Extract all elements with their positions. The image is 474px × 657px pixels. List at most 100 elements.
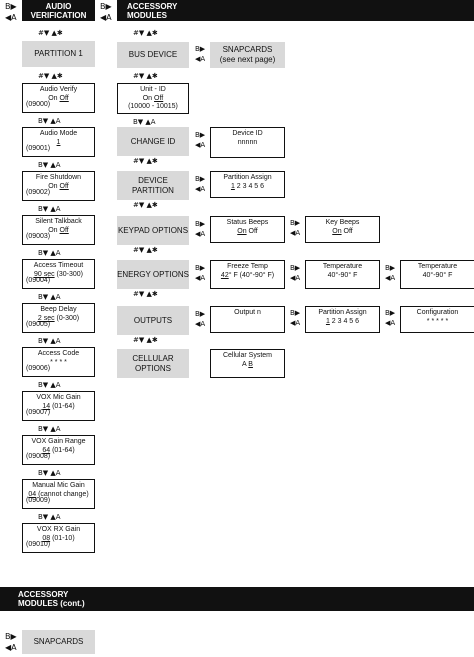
- temperature-box-1[interactable]: Temperature 40°-90° F: [305, 260, 380, 289]
- option-title: Audio Verify: [39, 86, 78, 93]
- output-partition-assign-box[interactable]: Partition Assign 1 2 3 4 5 6: [305, 306, 380, 333]
- nav-b-a: B▼ ▲A: [38, 293, 61, 301]
- accessory-menu-button[interactable]: KEYPAD OPTIONS: [117, 216, 189, 245]
- partition-1-button[interactable]: PARTITION 1: [22, 41, 95, 67]
- b-right-nav: B▶: [100, 2, 112, 11]
- b-a-arrows: B▶◀A: [385, 309, 396, 327]
- option-code: (09001): [26, 145, 51, 153]
- menu-label: OPTIONS: [134, 363, 171, 373]
- nav-hash-star: #▼ ▲✱: [133, 29, 158, 37]
- nav-hash-star: #▼ ▲✱: [133, 157, 158, 165]
- accessory-menu-button[interactable]: CHANGE ID: [117, 127, 189, 156]
- menu-label: CELLULAR: [132, 353, 174, 363]
- option-code: (09003): [26, 233, 51, 241]
- status-beeps-box[interactable]: Status Beeps On Off: [210, 216, 285, 243]
- option-value: On Off: [48, 182, 69, 190]
- option-code: (09008): [26, 453, 51, 461]
- option-value: 2 sec (0-300): [37, 314, 80, 322]
- accessory-menu-button[interactable]: OUTPUTS: [117, 306, 189, 335]
- snapcards-button[interactable]: SNAPCARDS: [22, 630, 95, 654]
- nav-hash-star: #▼ ▲✱: [133, 201, 158, 209]
- a-left-nav: ◀A: [5, 643, 17, 652]
- b-a-arrows: B▶◀A: [195, 45, 206, 63]
- nav-b-a: B▼ ▲A: [38, 469, 61, 477]
- accessory-menu-button[interactable]: ENERGY OPTIONS: [117, 260, 189, 289]
- b-right-nav: B▶: [5, 2, 17, 11]
- option-value: 04 (cannot change): [28, 490, 89, 498]
- nav-b-a: B▼ ▲A: [38, 425, 61, 433]
- option-title: Access Timeout: [33, 262, 84, 269]
- option-title: Silent Talkback: [35, 218, 82, 225]
- accessory-modules-header: ACCESSORY MODULES: [117, 0, 474, 21]
- accessory-nav-side: B▶ ◀A: [100, 1, 112, 23]
- option-title: Beep Delay: [40, 306, 77, 313]
- option-value: On Off: [48, 94, 69, 102]
- nav-b-a: B▼ ▲A: [38, 513, 61, 521]
- option-title: Manual Mic Gain: [32, 482, 85, 489]
- nav-b-a: B▼ ▲A: [38, 205, 61, 213]
- cont-nav-side: B▶ ◀A: [5, 631, 17, 653]
- nav-hash-star: #▼ ▲✱: [38, 29, 63, 37]
- option-code: (09009): [26, 497, 51, 505]
- option-value: 14 (01-64): [42, 402, 75, 410]
- option-title: VOX Mic Gain: [36, 394, 81, 401]
- option-value: 08 (01-10): [42, 534, 75, 542]
- menu-label: DEVICE: [138, 175, 168, 185]
- partition-assign-box[interactable]: Partition Assign 1 2 3 4 5 6: [210, 171, 285, 198]
- menu-label: CHANGE ID: [130, 136, 176, 146]
- menu-label: OUTPUTS: [133, 315, 173, 325]
- option-code: (09007): [26, 409, 51, 417]
- b-a-arrows: B▶◀A: [290, 219, 301, 237]
- configuration-box[interactable]: Configuration * * * * *: [400, 306, 474, 333]
- audio-option-box[interactable]: Access Code* * * *(09006): [22, 347, 95, 377]
- temperature-box-2[interactable]: Temperature 40°-90° F: [400, 260, 474, 289]
- nav-b-a: B▼ ▲A: [38, 161, 61, 169]
- b-a-arrows: B▶◀A: [195, 175, 206, 193]
- nav-hash-star: #▼ ▲✱: [38, 72, 63, 80]
- bus-device-button[interactable]: BUS DEVICE: [117, 42, 189, 68]
- device-id-box[interactable]: Device ID nnnnn: [210, 127, 285, 158]
- audio-verification-header: AUDIO VERIFICATION: [22, 0, 95, 21]
- audio-nav-side: B▶ ◀A: [5, 1, 17, 23]
- option-code: (09006): [26, 365, 51, 373]
- key-beeps-box[interactable]: Key Beeps On Off: [305, 216, 380, 243]
- freeze-temp-box[interactable]: Freeze Temp 42° F (40°-90° F): [210, 260, 285, 289]
- option-title: Access Code: [37, 350, 80, 357]
- nav-b-a: B▼ ▲A: [38, 249, 61, 257]
- option-value: On Off: [48, 226, 69, 234]
- option-code: (09002): [26, 189, 51, 197]
- option-code: (09010): [26, 541, 51, 549]
- snapcards-link[interactable]: SNAPCARDS (see next page): [210, 42, 285, 68]
- nav-b-a: B▼ ▲A: [38, 381, 61, 389]
- nav-hash-star: #▼ ▲✱: [133, 246, 158, 254]
- output-n-box[interactable]: Output n: [210, 306, 285, 333]
- option-title: Audio Mode: [39, 130, 78, 137]
- option-title: VOX RX Gain: [36, 526, 81, 533]
- nav-hash-star: #▼ ▲✱: [133, 290, 158, 298]
- option-value: 1: [56, 138, 61, 146]
- unit-id-box[interactable]: Unit - ID On Off (10000 - 10015): [117, 83, 189, 114]
- b-a-arrows: B▶◀A: [195, 264, 206, 282]
- b-a-arrows: B▶◀A: [290, 309, 301, 327]
- accessory-modules-cont-header: ACCESSORY MODULES (cont.): [0, 587, 474, 611]
- b-a-arrows: B▶◀A: [385, 264, 396, 282]
- menu-label: PARTITION: [132, 185, 174, 195]
- option-code: (09004): [26, 277, 51, 285]
- cellular-system-box[interactable]: Cellular System A B: [210, 349, 285, 378]
- menu-label: KEYPAD OPTIONS: [117, 225, 189, 235]
- menu-label: ENERGY OPTIONS: [117, 269, 189, 279]
- b-a-arrows: B▶◀A: [195, 310, 206, 328]
- option-title: Fire Shutdown: [35, 174, 82, 181]
